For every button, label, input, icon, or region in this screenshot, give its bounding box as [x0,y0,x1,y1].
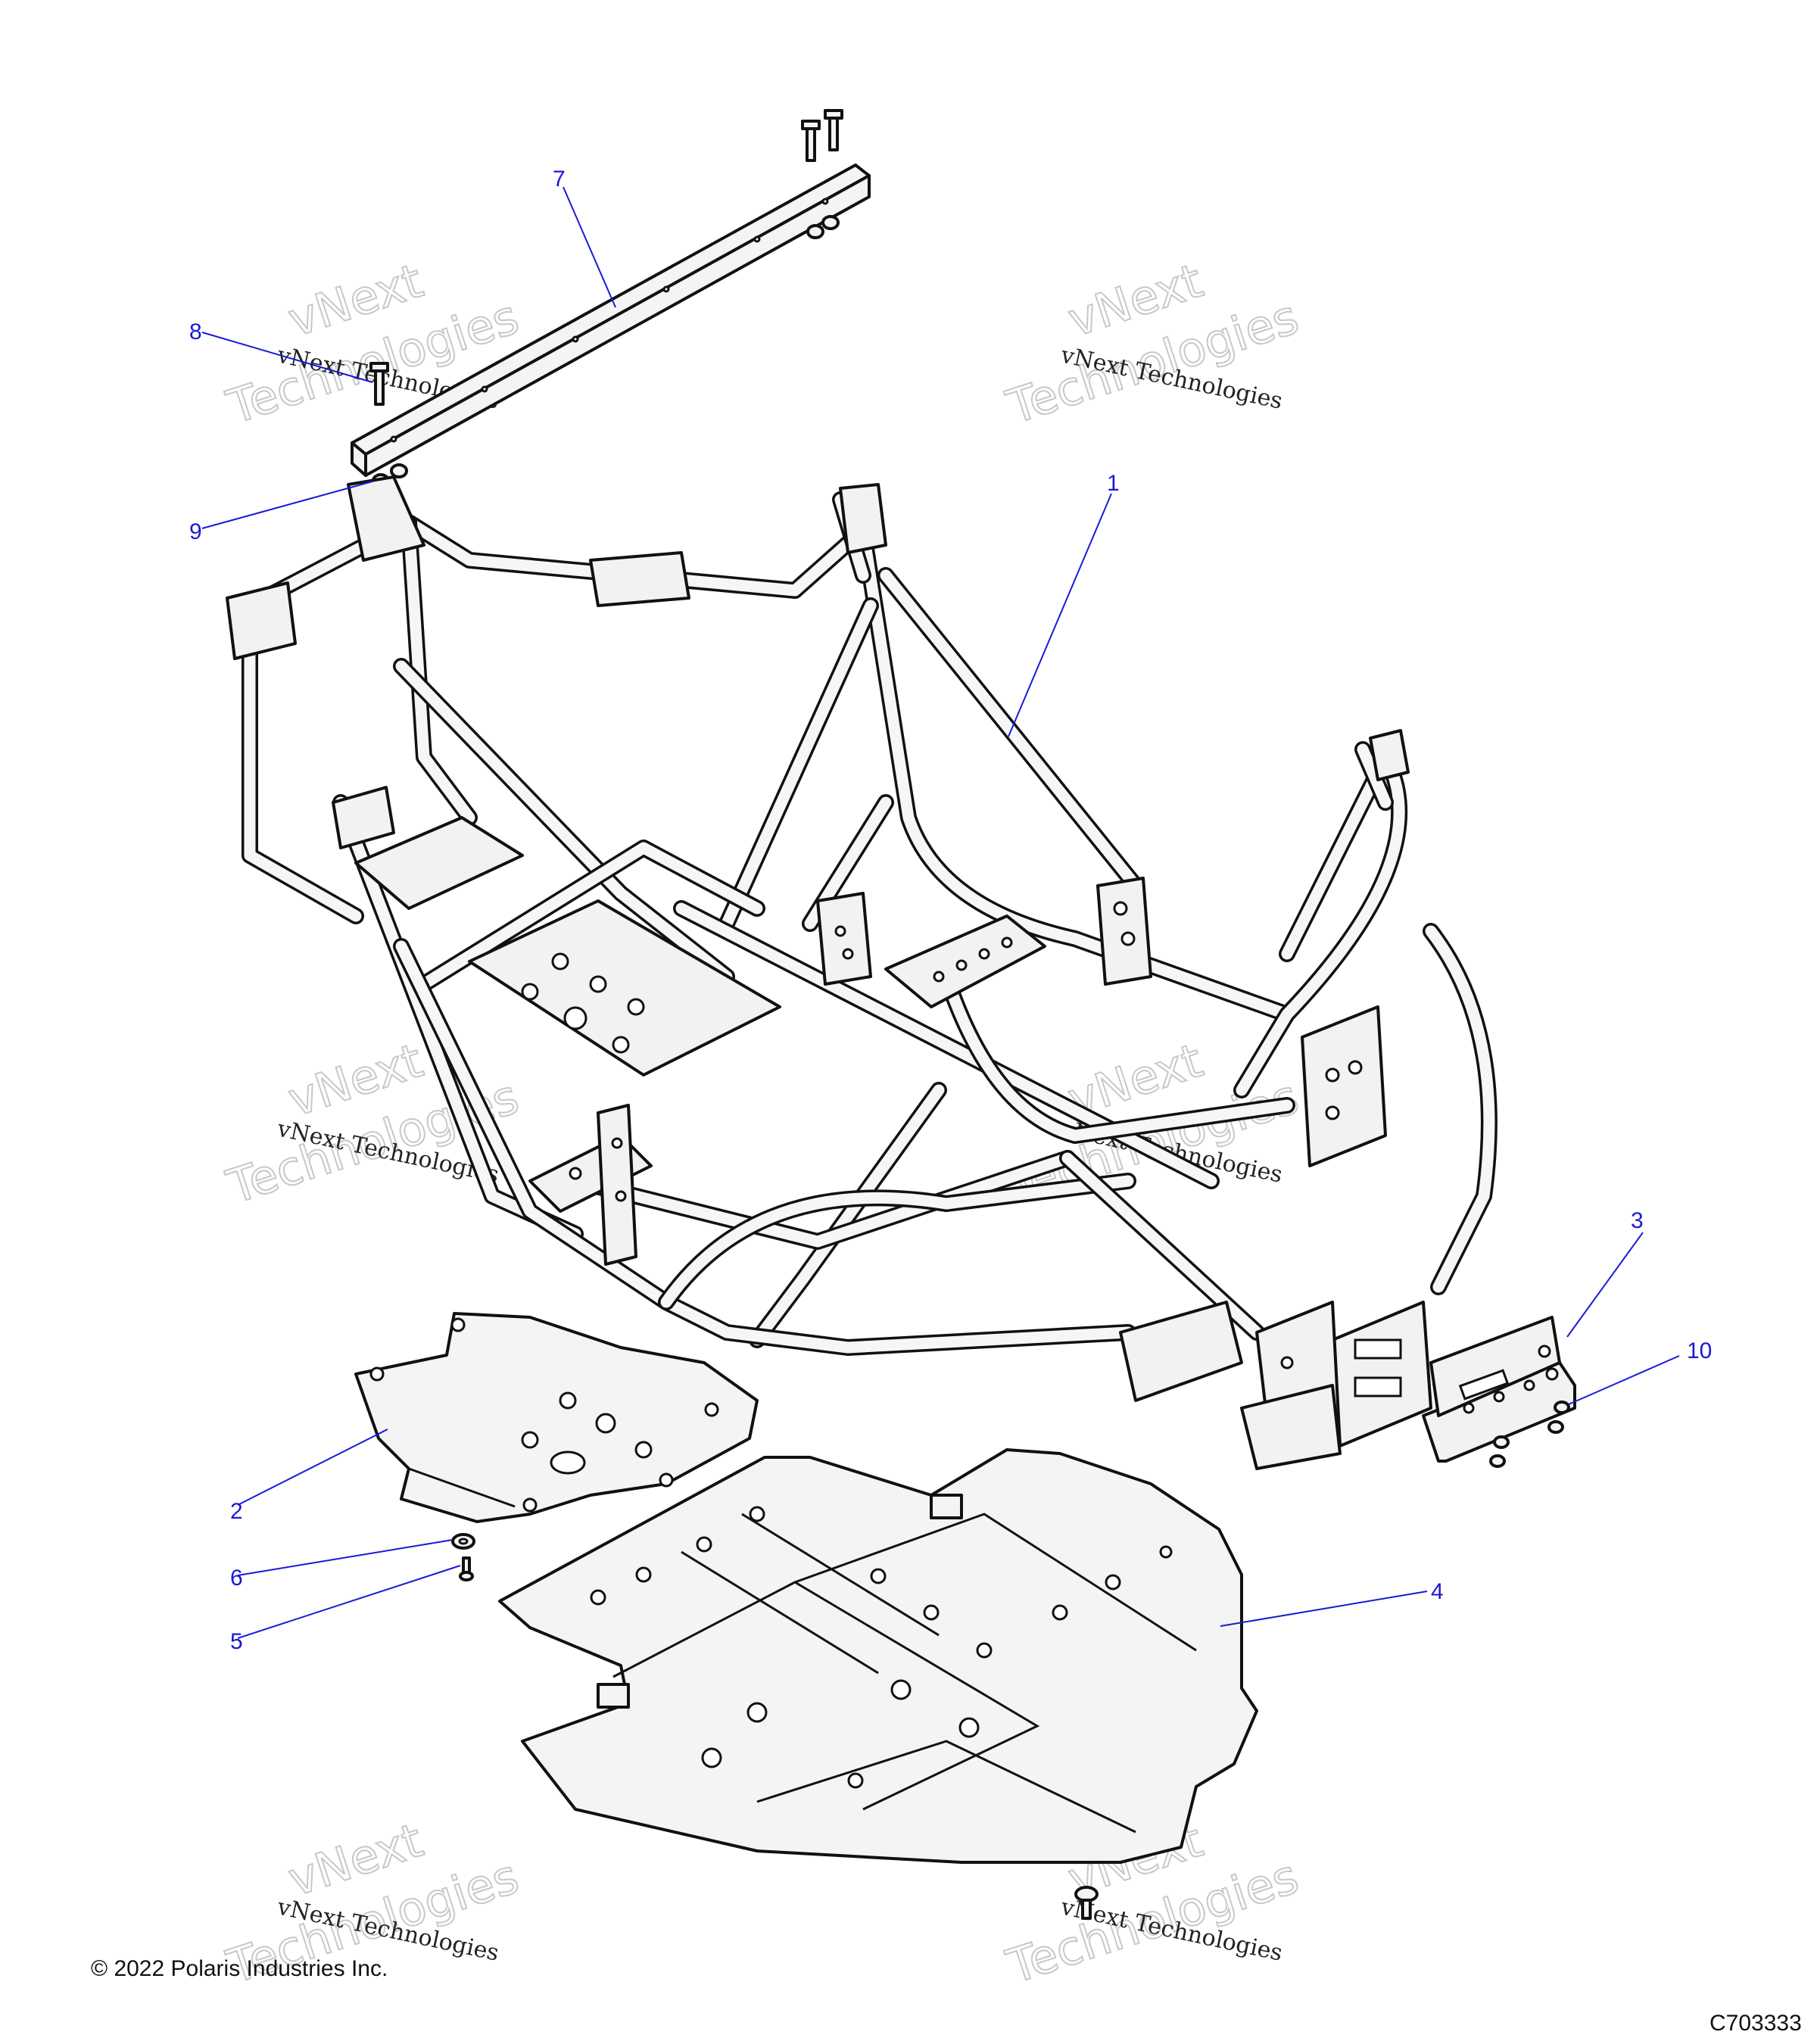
callouts: 1 2 3 4 5 6 7 8 9 10 [189,167,1712,1654]
rear-skid-plate [354,1312,759,1523]
main-skid-plate [498,1448,1258,1864]
front-bracket [1422,1316,1576,1463]
callout-3: 3 [1631,1208,1644,1233]
main-frame [242,491,1498,1356]
callout-10: 10 [1687,1338,1712,1363]
frame-floor-plates [354,816,1046,1213]
cross-brace-bolts [801,109,843,239]
callout-1: 1 [1107,471,1120,496]
callout-8: 8 [189,319,202,344]
skid-bolt [459,1556,474,1581]
callout-2: 2 [230,1499,243,1524]
bracket-bolts [1489,1401,1570,1468]
callout-5: 5 [230,1629,243,1654]
frame-rear-brackets [226,475,1410,1266]
callout-9: 9 [189,519,202,544]
callout-7: 7 [553,167,566,192]
leader-lines [201,186,1680,1639]
cross-brace-bar [351,164,871,477]
skid-nut [1074,1886,1099,1920]
copyright-notice: © 2022 Polaris Industries Inc. [91,1956,388,1981]
watermark-top-right: vNext Technologies vNext Technologies [999,252,1305,436]
callout-6: 6 [230,1566,243,1591]
frame-front-brackets [1119,1005,1432,1470]
figure-code: C703333 [1709,2011,1802,2036]
skid-washer [451,1533,475,1550]
callout-4: 4 [1431,1579,1444,1604]
bar-bolt [369,362,389,406]
